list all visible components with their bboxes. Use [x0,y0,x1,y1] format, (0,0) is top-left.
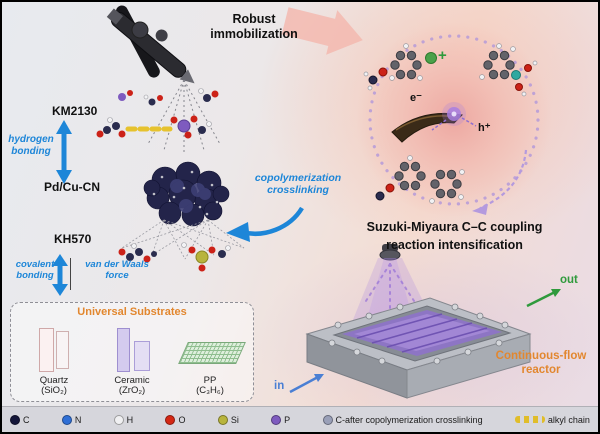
legend-label: C [23,414,30,425]
crosslinked-carbon-atom-icon [322,414,333,425]
legend-item-oxygen: O [165,414,186,425]
covalent-bonding-label: covalent bonding [15,259,55,282]
pp-name: PP [203,374,217,386]
catalyst-cluster [143,161,230,227]
ceramic-icon [93,326,170,376]
universal-substrates-box: Universal Substrates Quartz (SiO₂) Ceram… [10,302,254,402]
hydrogen-atom-icon [113,414,124,425]
legend-label: Si [230,414,239,425]
robust-immobilization-title: Robust immobilization [210,12,298,41]
km2130-label: KM2130 [52,104,98,118]
phosphorus-atom-icon [271,414,282,425]
van-der-waals-label: van der Waals force [85,259,149,282]
suzuki-title-line1: Suzuki-Miyaura C–C coupling [366,220,543,234]
substrate-ceramic: Ceramic (ZrO₂) [93,326,170,397]
immobilization-arrow-icon [281,7,363,55]
nitrogen-atom-icon [61,414,72,425]
legend-item-hydrogen: H [113,414,134,425]
legend-label: P [284,414,291,425]
pp-formula: (C₃H₆) [196,385,224,397]
legend-item-carbon: C [10,414,30,425]
legend-bar: C N H O Si P C-after copolymerization cr… [2,406,598,432]
aryl-halide-molecule [363,43,437,91]
substrates-title: Universal Substrates [77,306,187,318]
out-arrow-icon [526,289,561,308]
substrate-quartz: Quartz (SiO₂) [15,326,92,397]
substrate-bonding-arrow-icon [52,254,68,296]
quartz-name: Quartz [39,374,69,386]
boronic-acid-molecule [479,43,538,97]
alkyl-chain-icon [514,416,545,423]
plus-sign: + [438,47,447,64]
quartz-formula: (SiO₂) [41,385,67,397]
sprayed-molecules [118,88,219,106]
legend-label: alkyl chain [547,414,590,425]
ceramic-name: Ceramic [114,374,150,386]
legend-label: C-after copolymerization crosslinking [335,414,483,425]
in-arrow-icon [289,374,324,394]
carbon-atom-icon [10,414,20,425]
legend-item-nitrogen: N [61,414,82,425]
hydrogen-bonding-arrow-icon [56,120,72,184]
oxygen-atom-icon [165,414,176,425]
biphenyl-product-molecule [375,155,465,204]
hydrogen-bonding-label: hydrogen bonding [8,134,54,157]
electron-label: e⁻ [410,92,422,104]
kh570-molecules [118,242,231,272]
reactor-3d [305,297,532,399]
suzuki-title-line2: reaction intensification [386,238,523,252]
pd-cu-cn-label: Pd/Cu-CN [44,180,100,194]
legend-item-crosslinked-carbon: C-after copolymerization crosslinking [322,414,483,425]
pp-sheet-icon [171,326,248,376]
substrates-row: Quartz (SiO₂) Ceramic (ZrO₂) PP (C₃H₆) [11,318,253,401]
legend-item-alkyl-chain: alkyl chain [514,414,590,425]
out-label: out [560,274,578,286]
ceramic-formula: (ZrO₂) [118,385,146,397]
legend-label: O [178,414,186,425]
legend-label: N [74,414,82,425]
legend-item-phosphorus: P [271,414,291,425]
silicon-atom-icon [217,414,228,425]
kh570-label: KH570 [54,232,92,246]
substrate-pp: PP (C₃H₆) [171,326,248,397]
quartz-icon [15,326,92,376]
legend-label: H [126,414,134,425]
copolymerization-arrow-icon [226,206,304,242]
legend-item-silicon: Si [217,414,239,425]
spray-cone [147,79,221,153]
continuous-flow-reactor-label: Continuous-flow reactor [495,350,587,376]
copolymerization-label: copolymerization crosslinking [254,172,342,197]
in-label: in [274,380,285,392]
photocatalyst-swoosh [391,102,477,143]
km2130-molecule [96,115,212,139]
bonding-divider [70,258,71,290]
hole-label: h⁺ [478,122,491,134]
airbrush-icon [106,5,195,84]
